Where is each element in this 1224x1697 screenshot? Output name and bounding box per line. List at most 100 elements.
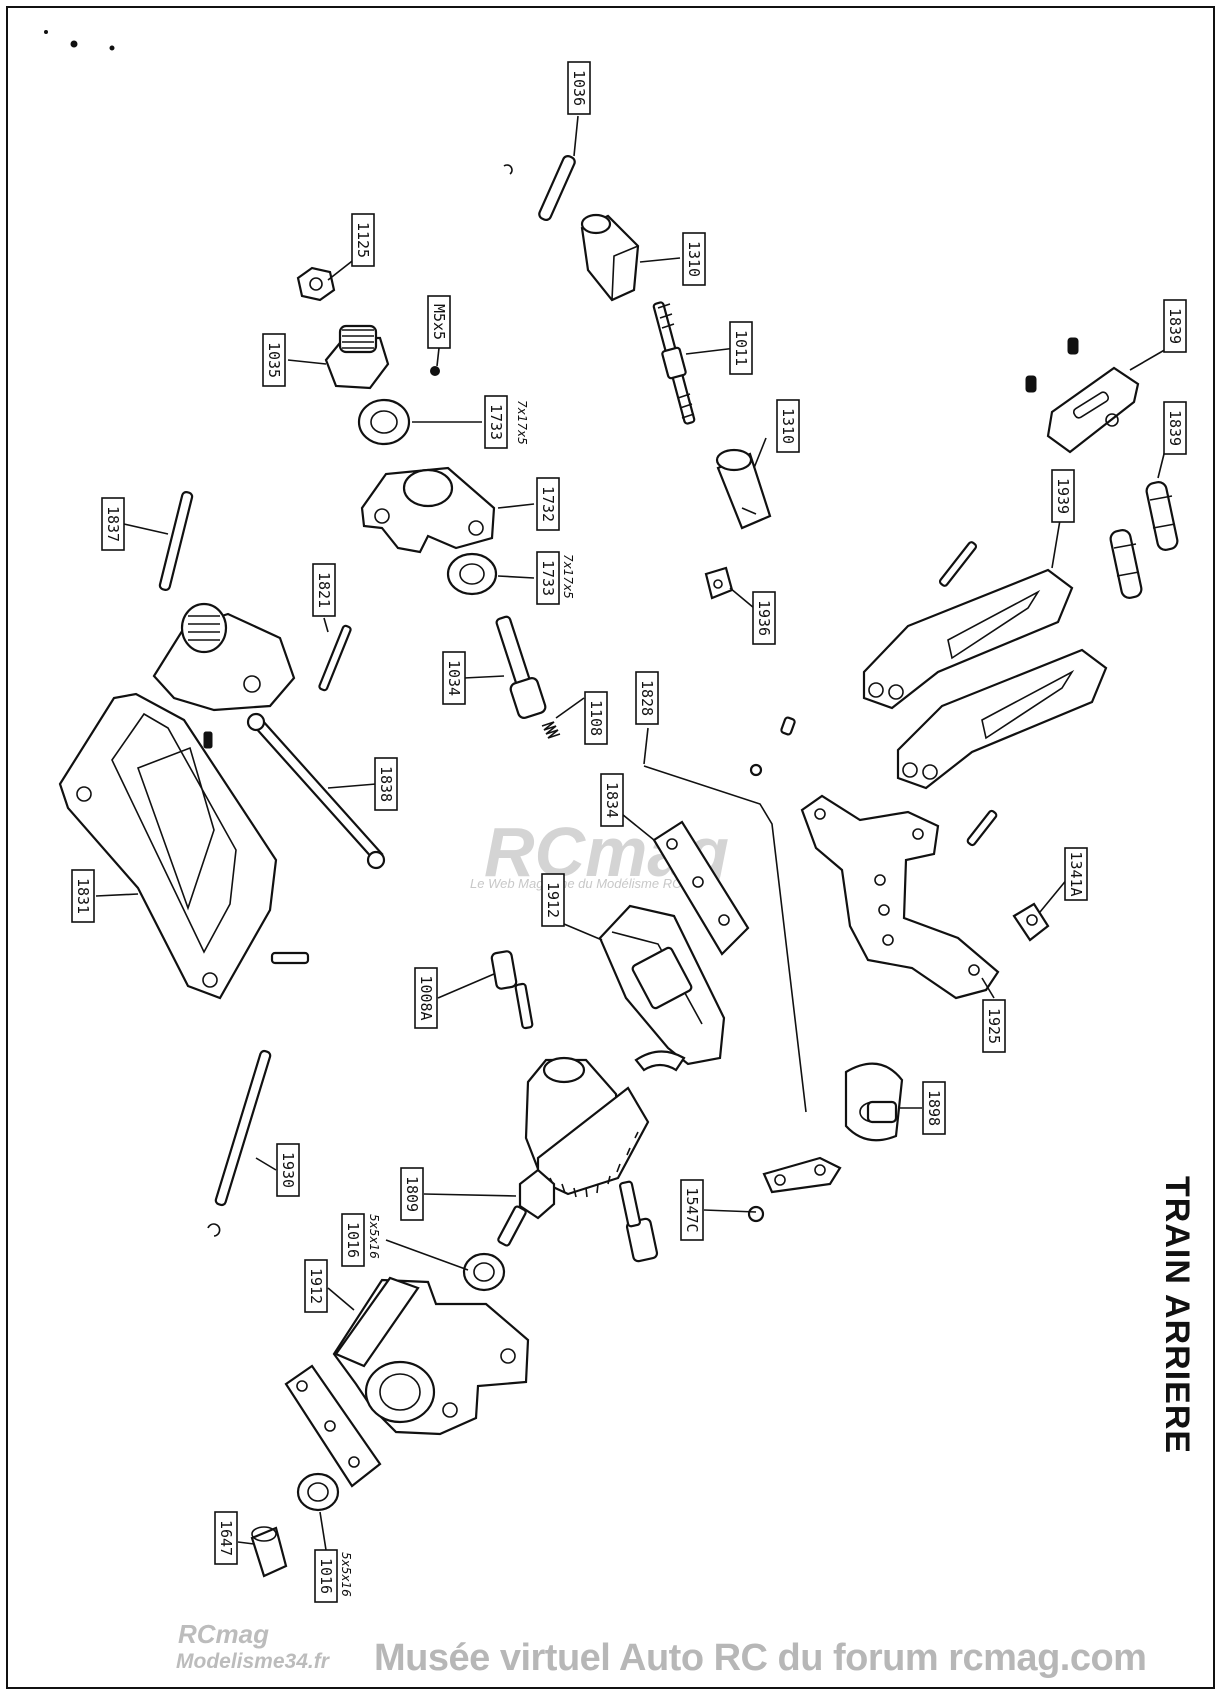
svg-text:1310: 1310 <box>779 408 797 444</box>
cup-1647 <box>250 1526 288 1578</box>
scan-specks <box>44 30 115 51</box>
label-1647: 1647 <box>214 1511 238 1565</box>
label-1898: 1898 <box>922 1081 946 1135</box>
svg-text:1547C: 1547C <box>683 1187 701 1232</box>
label-1547c: 1547C <box>680 1179 704 1241</box>
bearing-1733-lower <box>446 552 498 596</box>
label-1310-lower: 1310 <box>776 399 800 453</box>
svg-text:1036: 1036 <box>570 70 588 106</box>
label-1834: 1834 <box>600 773 624 827</box>
parts <box>58 155 1179 1578</box>
carrier-1732 <box>360 466 496 554</box>
label-1828: 1828 <box>635 671 659 725</box>
svg-text:1839: 1839 <box>1166 410 1184 446</box>
upper-arms-1939 <box>780 541 1108 847</box>
spec-bearing-upper: 7x17x5 <box>515 400 529 445</box>
spacer-1310-lower <box>715 448 772 530</box>
part-1341a <box>1012 902 1050 942</box>
gearbox-1912 <box>598 904 726 1066</box>
svg-text:1125: 1125 <box>354 222 372 258</box>
svg-text:1838: 1838 <box>377 766 395 802</box>
diagram-frame: RCmag Le Web Magazine du Modélisme RC <box>6 6 1215 1689</box>
label-1310-top: 1310 <box>682 232 706 286</box>
svg-text:1912: 1912 <box>544 882 562 918</box>
label-1016-lower: 1016 <box>314 1549 338 1603</box>
label-1939: 1939 <box>1051 469 1075 523</box>
svg-text:1837: 1837 <box>104 506 122 542</box>
label-1839-top: 1839 <box>1163 299 1187 353</box>
link-1547c <box>747 1156 842 1223</box>
svg-text:1341A: 1341A <box>1067 851 1085 896</box>
setscrew-m5x5 <box>430 366 440 376</box>
pin-1036 <box>503 155 576 221</box>
page-title: TRAIN ARRIERE <box>1158 1176 1196 1454</box>
svg-text:1839: 1839 <box>1166 308 1184 344</box>
upright-assembly <box>152 602 296 712</box>
svg-text:1831: 1831 <box>74 878 92 914</box>
svg-text:1011: 1011 <box>732 330 750 366</box>
pinion-1809 <box>497 1168 556 1247</box>
exploded-view-diagram: RCmag Le Web Magazine du Modélisme RC <box>44 30 1196 1679</box>
label-1821: 1821 <box>312 563 336 617</box>
label-1912-upper: 1912 <box>541 873 565 927</box>
label-1912-lower: 1912 <box>304 1259 328 1313</box>
axle-1930 <box>207 1049 272 1237</box>
svg-text:M5x5: M5x5 <box>430 304 448 340</box>
label-1925: 1925 <box>982 999 1006 1053</box>
ballstud-1936 <box>704 566 734 600</box>
antiroll-wire-1828 <box>643 763 807 1113</box>
label-1809: 1809 <box>400 1167 424 1221</box>
svg-text:1647: 1647 <box>217 1520 235 1556</box>
bearing-1733-upper <box>357 398 411 446</box>
svg-text:1939: 1939 <box>1054 478 1072 514</box>
leader-lines <box>95 115 1169 1551</box>
svg-text:1035: 1035 <box>265 342 283 378</box>
svg-text:1834: 1834 <box>603 782 621 818</box>
dogbone-1838 <box>203 712 386 870</box>
block-1310-top <box>580 213 640 302</box>
footer: RCmag Modelisme34.fr Musée virtuel Auto … <box>176 1619 1147 1679</box>
diff-cup-1898 <box>844 1062 904 1142</box>
svg-text:1733: 1733 <box>487 404 505 440</box>
cup-clip <box>634 1050 686 1072</box>
label-1108: 1108 <box>584 691 608 745</box>
label-1837: 1837 <box>101 497 125 551</box>
footer-logo-top: RCmag <box>178 1619 269 1649</box>
footer-logo-bottom: Modelisme34.fr <box>176 1650 331 1673</box>
svg-text:1016: 1016 <box>317 1558 335 1594</box>
nut-1125 <box>296 266 336 302</box>
outdrive-1008a <box>490 950 534 1030</box>
label-1011: 1011 <box>729 321 753 375</box>
spec-1016-upper: 5x5x16 <box>367 1214 381 1259</box>
label-1016-upper: 1016 <box>341 1213 365 1267</box>
label-1839-pins: 1839 <box>1163 401 1187 455</box>
turnbuckle-1011 <box>652 301 696 425</box>
pins-1839 <box>1109 481 1179 599</box>
label-1838: 1838 <box>374 757 398 811</box>
label-m5x5: M5x5 <box>427 295 451 349</box>
spec-bearing-lower: 7x17x5 <box>561 554 575 599</box>
part-labels: 1036 1310 1125 M5x5 1011 1839 1035 1733 … <box>71 61 1187 1603</box>
spec-1016-lower: 5x5x16 <box>339 1552 353 1597</box>
label-1936: 1936 <box>752 591 776 645</box>
label-1036: 1036 <box>567 61 591 115</box>
svg-text:1733: 1733 <box>539 560 557 596</box>
label-1930: 1930 <box>276 1143 300 1197</box>
rod-1837 <box>158 491 194 591</box>
svg-text:1008A: 1008A <box>417 975 435 1020</box>
svg-text:1912: 1912 <box>307 1268 325 1304</box>
svg-text:1034: 1034 <box>445 660 463 696</box>
outdrive-1034 <box>495 615 547 719</box>
svg-text:1016: 1016 <box>344 1222 362 1258</box>
svg-text:1898: 1898 <box>925 1090 943 1126</box>
spec-labels: 7x17x5 7x17x5 5x5x16 5x5x16 <box>339 400 575 1597</box>
link-1834 <box>652 820 750 956</box>
svg-text:1108: 1108 <box>587 700 605 736</box>
shock-plate-1925 <box>800 794 1000 1000</box>
pin-1821 <box>318 624 352 692</box>
label-1733-lower: 1733 <box>536 551 560 605</box>
label-1831: 1831 <box>71 869 95 923</box>
svg-text:1925: 1925 <box>985 1008 1003 1044</box>
spring-1108 <box>541 721 561 739</box>
watermark-tagline: Le Web Magazine du Modélisme RC <box>470 876 682 891</box>
